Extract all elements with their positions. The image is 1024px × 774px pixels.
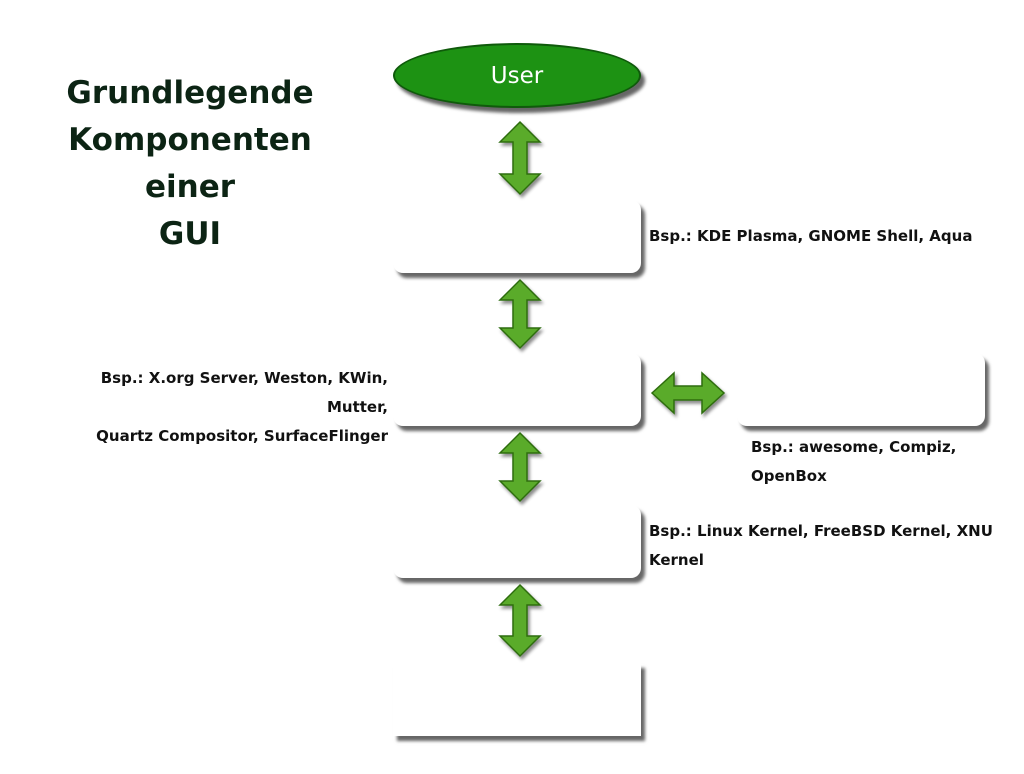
note-window-manager-line-1: Bsp.: awesome, Compiz, bbox=[751, 438, 957, 456]
node-graphical-interface-label: Graphical Interface bbox=[406, 223, 628, 250]
node-kernel: Kernel bbox=[393, 505, 641, 578]
title-line-1: Grundlegende bbox=[66, 75, 314, 111]
note-display-server-line-1: Bsp.: X.org Server, Weston, KWin, Mutter… bbox=[100, 369, 388, 416]
note-graphical-interface-line-1: Bsp.: KDE Plasma, GNOME Shell, Aqua bbox=[649, 227, 973, 245]
diagram-title: Grundlegende Komponenten einer GUI bbox=[20, 70, 360, 258]
arrow-graphical-interface-display-server bbox=[498, 278, 542, 350]
node-display-server-label: Display Server bbox=[433, 376, 601, 403]
note-window-manager-line-2: OpenBox bbox=[751, 467, 827, 485]
node-hardware-label: Hardware bbox=[461, 686, 573, 713]
arrow-kernel-hardware bbox=[498, 583, 542, 658]
node-display-server: Display Server bbox=[393, 353, 641, 426]
note-display-server: Bsp.: X.org Server, Weston, KWin, Mutter… bbox=[40, 364, 388, 451]
title-line-3: GUI bbox=[158, 216, 222, 252]
node-window-manager: Window Manager bbox=[737, 353, 985, 426]
title-line-2: Komponenten einer bbox=[68, 122, 312, 205]
note-display-server-line-2: Quartz Compositor, SurfaceFlinger bbox=[96, 427, 388, 445]
node-window-manager-label: Window Manager bbox=[761, 376, 961, 403]
note-graphical-interface: Bsp.: KDE Plasma, GNOME Shell, Aqua bbox=[649, 222, 972, 251]
arrow-display-server-window-manager bbox=[650, 371, 726, 415]
note-kernel-line-1: Bsp.: Linux Kernel, FreeBSD Kernel, XNU bbox=[649, 522, 993, 540]
note-window-manager: Bsp.: awesome, Compiz, OpenBox bbox=[751, 433, 956, 491]
note-kernel-line-2: Kernel bbox=[649, 551, 704, 569]
node-kernel-label: Kernel bbox=[480, 528, 554, 555]
note-kernel: Bsp.: Linux Kernel, FreeBSD Kernel, XNU … bbox=[649, 517, 993, 575]
node-user-label: User bbox=[490, 62, 544, 89]
arrow-display-server-kernel bbox=[498, 431, 542, 503]
arrow-user-graphical-interface bbox=[498, 120, 542, 196]
node-hardware: Hardware bbox=[393, 663, 641, 736]
node-graphical-interface: Graphical Interface bbox=[393, 200, 641, 273]
node-user: User bbox=[393, 43, 641, 108]
